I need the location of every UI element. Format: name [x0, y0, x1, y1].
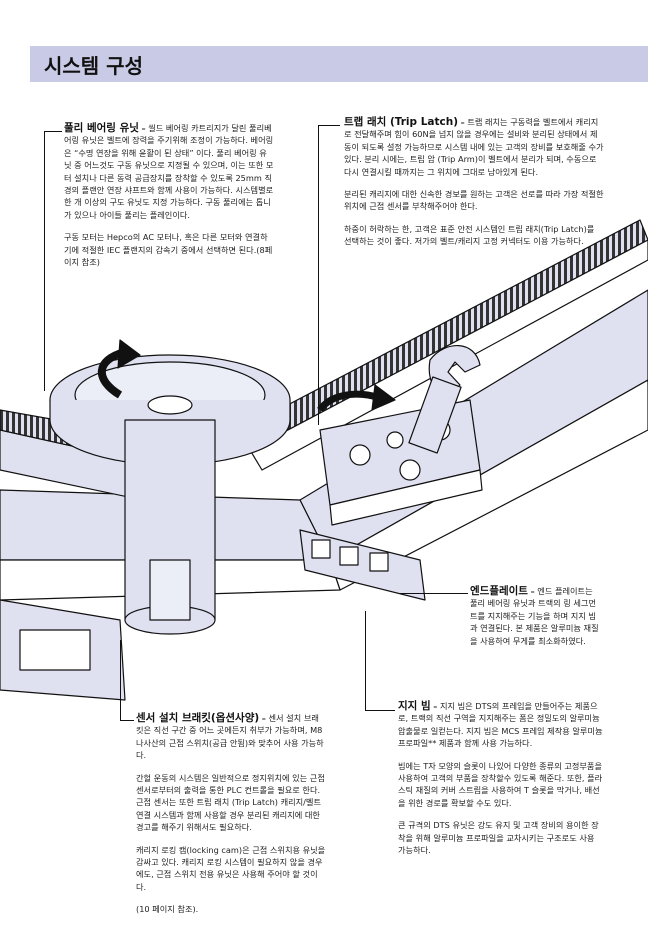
leader-line-trip: [318, 125, 340, 127]
pulley-paragraph-1: 씰드 베어링 카트리지가 달린 풀리베어링 유닛은 벨트에 장력을 주기위해 조…: [64, 123, 274, 220]
callout-support-beam: 지지 빔 – 지지 빔은 DTS의 프레임을 만들어주는 제품으로, 트랙의 직…: [398, 700, 603, 866]
leader-line-pulley: [44, 131, 62, 133]
page-title: 시스템 구성: [44, 54, 143, 78]
beam-dash: –: [433, 701, 438, 711]
sensor-paragraph-1: 센서 설치 브래킷은 직선 구간 중 어느 곳에든지 취부가 가능하며, M8 …: [136, 713, 324, 761]
sensor-paragraph-3: 캐리지 로킹 캠(locking cam)은 근접 스위치용 유닛을 감싸고 있…: [136, 844, 326, 892]
leader-line-sensor: [120, 720, 134, 722]
callout-pulley-bearing-unit: 풀리 베어링 유닛 – 씰드 베어링 카트리지가 달린 풀리베어링 유닛은 벨트…: [64, 122, 274, 278]
trip-paragraph-1: 트랩 래치는 구동력을 벨트에서 캐리지로 전달해주며 힘이 60N을 넘지 않…: [344, 117, 604, 177]
trip-dash: –: [460, 117, 465, 127]
beam-term: 지지 빔: [398, 700, 431, 712]
callout-sensor-bracket: 센서 설치 브래킷(옵션사양) – 센서 설치 브래킷은 직선 구간 중 어느 …: [136, 712, 326, 926]
leader-line-beam: [365, 710, 395, 712]
sensor-term: 센서 설치 브래킷(옵션사양): [136, 712, 260, 724]
header-band: [30, 46, 648, 82]
pulley-paragraph-2: 구동 모터는 Hepco의 AC 모터나, 혹은 다른 모터와 연결하기에 적절…: [64, 232, 273, 268]
endplate-paragraph-1: 엔드 플레이트는 풀리 베어링 유닛과 트랙의 링 세그먼트를 지지해주는 기능…: [470, 586, 599, 646]
beam-paragraph-1: 지지 빔은 DTS의 프레임을 만들어주는 제품으로, 트랙의 직선 구역을 지…: [398, 701, 603, 749]
beam-paragraph-3: 큰 규격의 DTS 유닛은 강도 유지 및 고객 장비의 용이한 장착을 위해 …: [398, 820, 599, 856]
callout-trip-latch: 트랩 래치 (Trip Latch) – 트랩 래치는 구동력을 벨트에서 캐리…: [344, 116, 604, 258]
callout-end-plate: 엔드플레이트 – 엔드 플레이트는 풀리 베어링 유닛과 트랙의 링 세그먼트를…: [470, 585, 602, 657]
end-plate: [299, 529, 426, 601]
leader-line-pulley-vertical: [44, 131, 46, 391]
sensor-dash: –: [261, 713, 266, 723]
trip-paragraph-3: 하중이 허락하는 한, 고객은 표준 안전 시스템인 트립 래치(Trip La…: [344, 223, 595, 247]
leader-line-trip-vertical: [318, 125, 320, 425]
beam-paragraph-2: 빔에는 T자 모양의 슬롯이 나있어 다양한 종류의 고정부품을 사용하여 고객…: [398, 760, 603, 808]
trip-term: 트랩 래치 (Trip Latch): [344, 116, 459, 128]
leader-line-endplate: [400, 593, 468, 595]
sensor-paragraph-4: (10 페이지 참조).: [136, 904, 199, 915]
trip-paragraph-2: 분리된 캐리지에 대한 신속한 경보를 원하는 고객은 선로를 따라 가장 적절…: [344, 189, 604, 212]
endplate-dash: –: [530, 586, 535, 596]
pulley-dash: –: [141, 123, 146, 133]
leader-line-sensor-vertical: [120, 640, 122, 720]
endplate-term: 엔드플레이트: [470, 585, 528, 597]
pulley-term: 풀리 베어링 유닛: [64, 122, 139, 134]
leader-line-beam-vertical: [365, 611, 367, 711]
sensor-paragraph-2: 간헐 운동의 시스템은 일반적으로 정지위치에 있는 근접센서로부터의 출력을 …: [136, 772, 325, 833]
